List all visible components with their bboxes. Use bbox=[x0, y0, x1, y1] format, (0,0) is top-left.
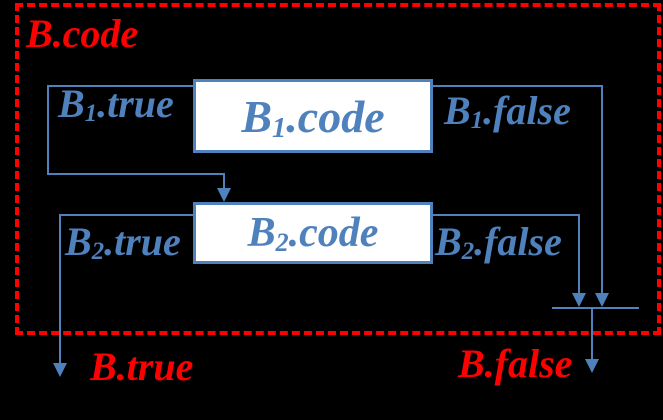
edge-b2false-vertical bbox=[578, 214, 580, 294]
edge-b2true-vertical bbox=[59, 214, 61, 364]
b1-code-text: B1.code bbox=[241, 90, 385, 144]
b1-true-label: B1.true bbox=[58, 81, 174, 128]
edge-b1false-vertical bbox=[601, 85, 603, 294]
false-merge-bar bbox=[552, 307, 639, 309]
b2-entry-arrowhead-icon bbox=[217, 188, 231, 202]
b-true-exit-arrowhead-icon bbox=[53, 363, 67, 377]
b2-code-box: B2.code bbox=[193, 202, 433, 264]
edge-b1false-horizontal bbox=[431, 85, 603, 87]
edge-b2true-horizontal bbox=[59, 214, 193, 216]
edge-b1true-horizontal-top bbox=[47, 85, 193, 87]
b1-false-label: B1.false bbox=[444, 88, 571, 135]
b-false-exit-label: B.false bbox=[458, 341, 573, 386]
b2-false-label: B2.false bbox=[435, 219, 562, 266]
b1false-merge-arrowhead-icon bbox=[595, 293, 609, 307]
b2-true-label: B2.true bbox=[65, 219, 181, 266]
b1-code-box: B1.code bbox=[193, 79, 433, 153]
b2false-merge-arrowhead-icon bbox=[572, 293, 586, 307]
edge-b1true-horizontal-bottom bbox=[47, 173, 225, 175]
edge-b1true-arrow-shaft bbox=[223, 173, 225, 189]
b2-code-text: B2.code bbox=[247, 210, 379, 257]
edge-b1true-vertical bbox=[47, 85, 49, 175]
edge-bfalse-exit-vertical bbox=[591, 308, 593, 360]
edge-b2false-horizontal bbox=[431, 214, 579, 216]
b-true-exit-label: B.true bbox=[90, 344, 194, 389]
b-code-dashed-frame bbox=[15, 3, 661, 335]
b-code-label: B.code bbox=[26, 11, 139, 56]
b-false-exit-arrowhead-icon bbox=[585, 359, 599, 373]
